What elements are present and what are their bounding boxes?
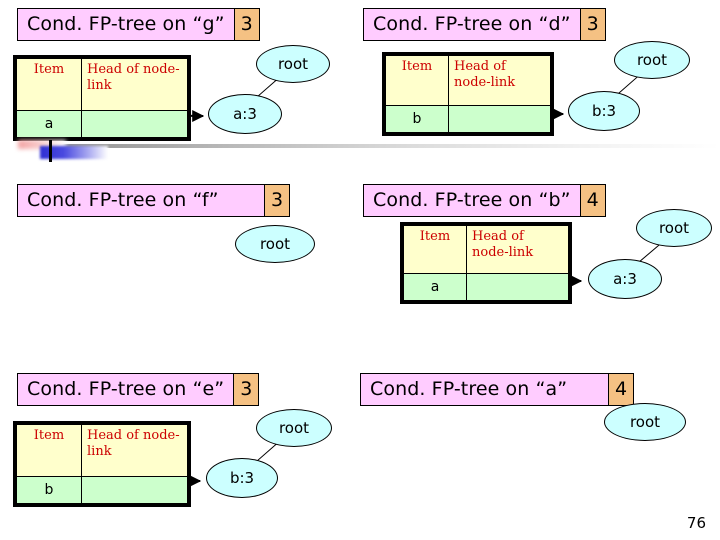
tree-node-label: root xyxy=(278,419,310,437)
tree-title-count-f: 3 xyxy=(264,185,290,216)
tree-node-root-f: root xyxy=(235,225,315,263)
tree-node-label: root xyxy=(658,219,690,237)
row-node-link-e xyxy=(81,476,188,504)
decorative-stem xyxy=(49,140,52,162)
tree-node-a3-g: a:3 xyxy=(208,94,282,134)
decorative-warm-streak xyxy=(18,140,66,149)
tree-node-a3-b: a:3 xyxy=(588,259,662,299)
tree-node-label: root xyxy=(629,413,661,431)
col-header-item: Item xyxy=(385,55,449,106)
tree-node-label: root xyxy=(636,51,668,69)
tree-title-count-a: 4 xyxy=(608,374,634,405)
col-header-node-link: Head of node-link xyxy=(466,225,569,274)
tree-node-label: root xyxy=(259,235,291,253)
row-item-g: a xyxy=(16,110,82,138)
tree-node-root-g: root xyxy=(256,45,330,83)
header-table-g: Item Head of node-link a xyxy=(13,55,191,141)
tree-title-e: Cond. FP-tree on “e” 3 xyxy=(17,373,260,406)
header-table-b: Item Head of node-link a xyxy=(400,222,572,304)
row-item-b: a xyxy=(403,273,467,301)
table-row: b xyxy=(385,105,551,133)
col-header-node-link: Head of node-link xyxy=(81,424,188,477)
tree-title-label-e: Cond. FP-tree on “e” xyxy=(18,374,234,405)
tree-title-label-b: Cond. FP-tree on “b” xyxy=(364,185,580,216)
tree-title-label-d: Cond. FP-tree on “d” xyxy=(364,9,580,40)
tree-node-b3-e: b:3 xyxy=(206,458,278,498)
tree-title-label-f: Cond. FP-tree on “f” xyxy=(18,185,264,216)
decorative-blue-streak xyxy=(40,146,108,159)
tree-title-count-b: 4 xyxy=(579,185,605,216)
row-node-link-g xyxy=(81,110,188,138)
col-header-item: Item xyxy=(16,424,82,477)
tree-node-root-a: root xyxy=(604,403,686,441)
header-table-d: Item Head of node-link b xyxy=(382,52,554,136)
tree-title-label-g: Cond. FP-tree on “g” xyxy=(18,9,234,40)
col-header-node-link: Head of node-link xyxy=(448,55,551,106)
tree-node-label: b:3 xyxy=(229,469,255,487)
tree-title-b: Cond. FP-tree on “b” 4 xyxy=(363,184,606,217)
tree-title-a: Cond. FP-tree on “a” 4 xyxy=(360,373,635,406)
section-divider xyxy=(40,144,720,148)
tree-title-count-g: 3 xyxy=(233,9,259,40)
row-item-e: b xyxy=(16,476,82,504)
tree-node-b3-d: b:3 xyxy=(568,91,640,131)
tree-node-label: a:3 xyxy=(613,270,637,288)
tree-title-label-a: Cond. FP-tree on “a” xyxy=(361,374,608,405)
row-node-link-b xyxy=(466,273,569,301)
col-header-node-link: Head of node-link xyxy=(81,58,188,111)
tree-node-root-d: root xyxy=(614,41,690,79)
row-node-link-d xyxy=(448,105,551,133)
row-item-d: b xyxy=(385,105,449,133)
table-row: b xyxy=(16,476,188,504)
tree-title-count-d: 3 xyxy=(579,9,605,40)
tree-title-count-e: 3 xyxy=(233,374,259,405)
table-row: a xyxy=(16,110,188,138)
tree-title-d: Cond. FP-tree on “d” 3 xyxy=(363,8,606,41)
tree-title-g: Cond. FP-tree on “g” 3 xyxy=(17,8,260,41)
col-header-item: Item xyxy=(403,225,467,274)
page-number: 76 xyxy=(686,514,706,532)
tree-title-f: Cond. FP-tree on “f” 3 xyxy=(17,184,291,217)
tree-node-root-b: root xyxy=(636,209,712,247)
col-header-item: Item xyxy=(16,58,82,111)
header-table-e: Item Head of node-link b xyxy=(13,421,191,507)
table-row: a xyxy=(403,273,569,301)
decorative-mark xyxy=(18,140,113,162)
tree-node-label: root xyxy=(277,55,309,73)
tree-node-label: a:3 xyxy=(233,105,257,123)
tree-node-label: b:3 xyxy=(591,102,617,120)
tree-node-root-e: root xyxy=(256,409,332,447)
